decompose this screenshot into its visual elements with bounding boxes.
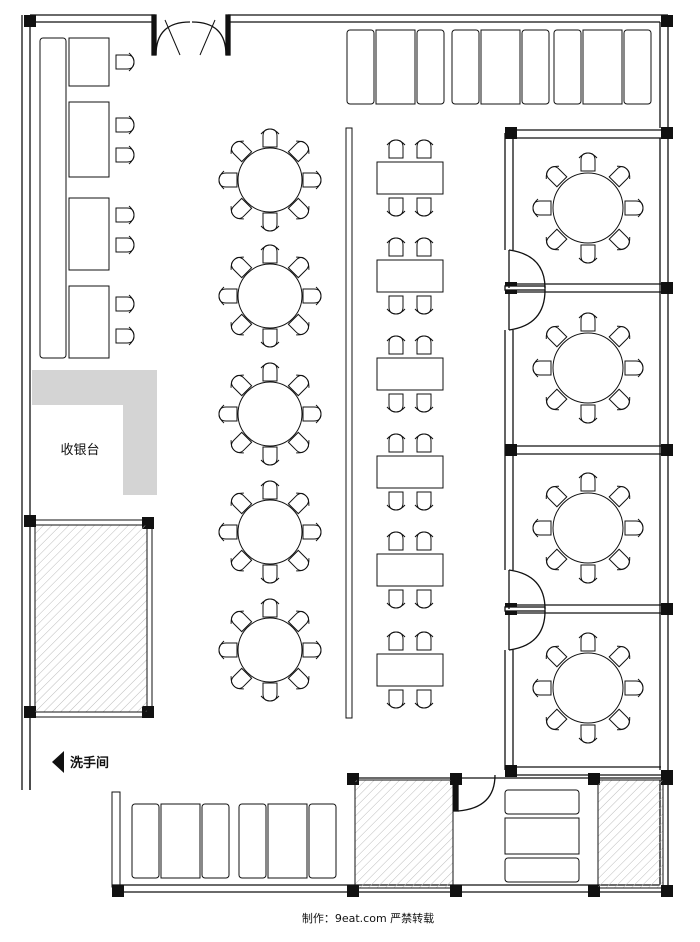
- square-table: [376, 433, 444, 511]
- main-entrance-door: [151, 14, 231, 56]
- restroom-arrow-icon: [52, 751, 64, 773]
- restroom-label: 洗手间: [70, 755, 109, 771]
- square-table: [376, 237, 444, 315]
- square-table: [376, 335, 444, 413]
- cashier-counter: [32, 370, 157, 495]
- square-table: [376, 631, 444, 709]
- square-table: [376, 531, 444, 609]
- square-table: [376, 139, 444, 217]
- private-room-table: [532, 632, 644, 744]
- center-partition: [345, 127, 353, 719]
- bottom-small-door: [453, 774, 496, 812]
- private-room-doors: [504, 249, 546, 651]
- left-booth-chairs: [115, 52, 135, 346]
- bottom-sofa-small: [504, 789, 580, 883]
- round-table: [218, 480, 322, 584]
- round-table: [218, 128, 322, 232]
- left-storage-room: [29, 519, 153, 718]
- private-room-walls: [504, 129, 669, 776]
- wall-posts: [24, 15, 673, 897]
- left-booth-benches: [39, 37, 110, 359]
- top-sofa-groups: [346, 29, 652, 105]
- private-room-table: [532, 472, 644, 584]
- bottom-storage-rooms: [350, 777, 664, 889]
- watermark: 制作：9eat.com 严禁转载: [302, 911, 434, 925]
- round-table: [218, 598, 322, 702]
- private-room-table: [532, 312, 644, 424]
- round-table: [218, 244, 322, 348]
- private-room-table: [532, 152, 644, 264]
- cashier-label: 收银台: [60, 443, 99, 458]
- round-table: [218, 362, 322, 466]
- bottom-sofa-groups: [111, 791, 337, 888]
